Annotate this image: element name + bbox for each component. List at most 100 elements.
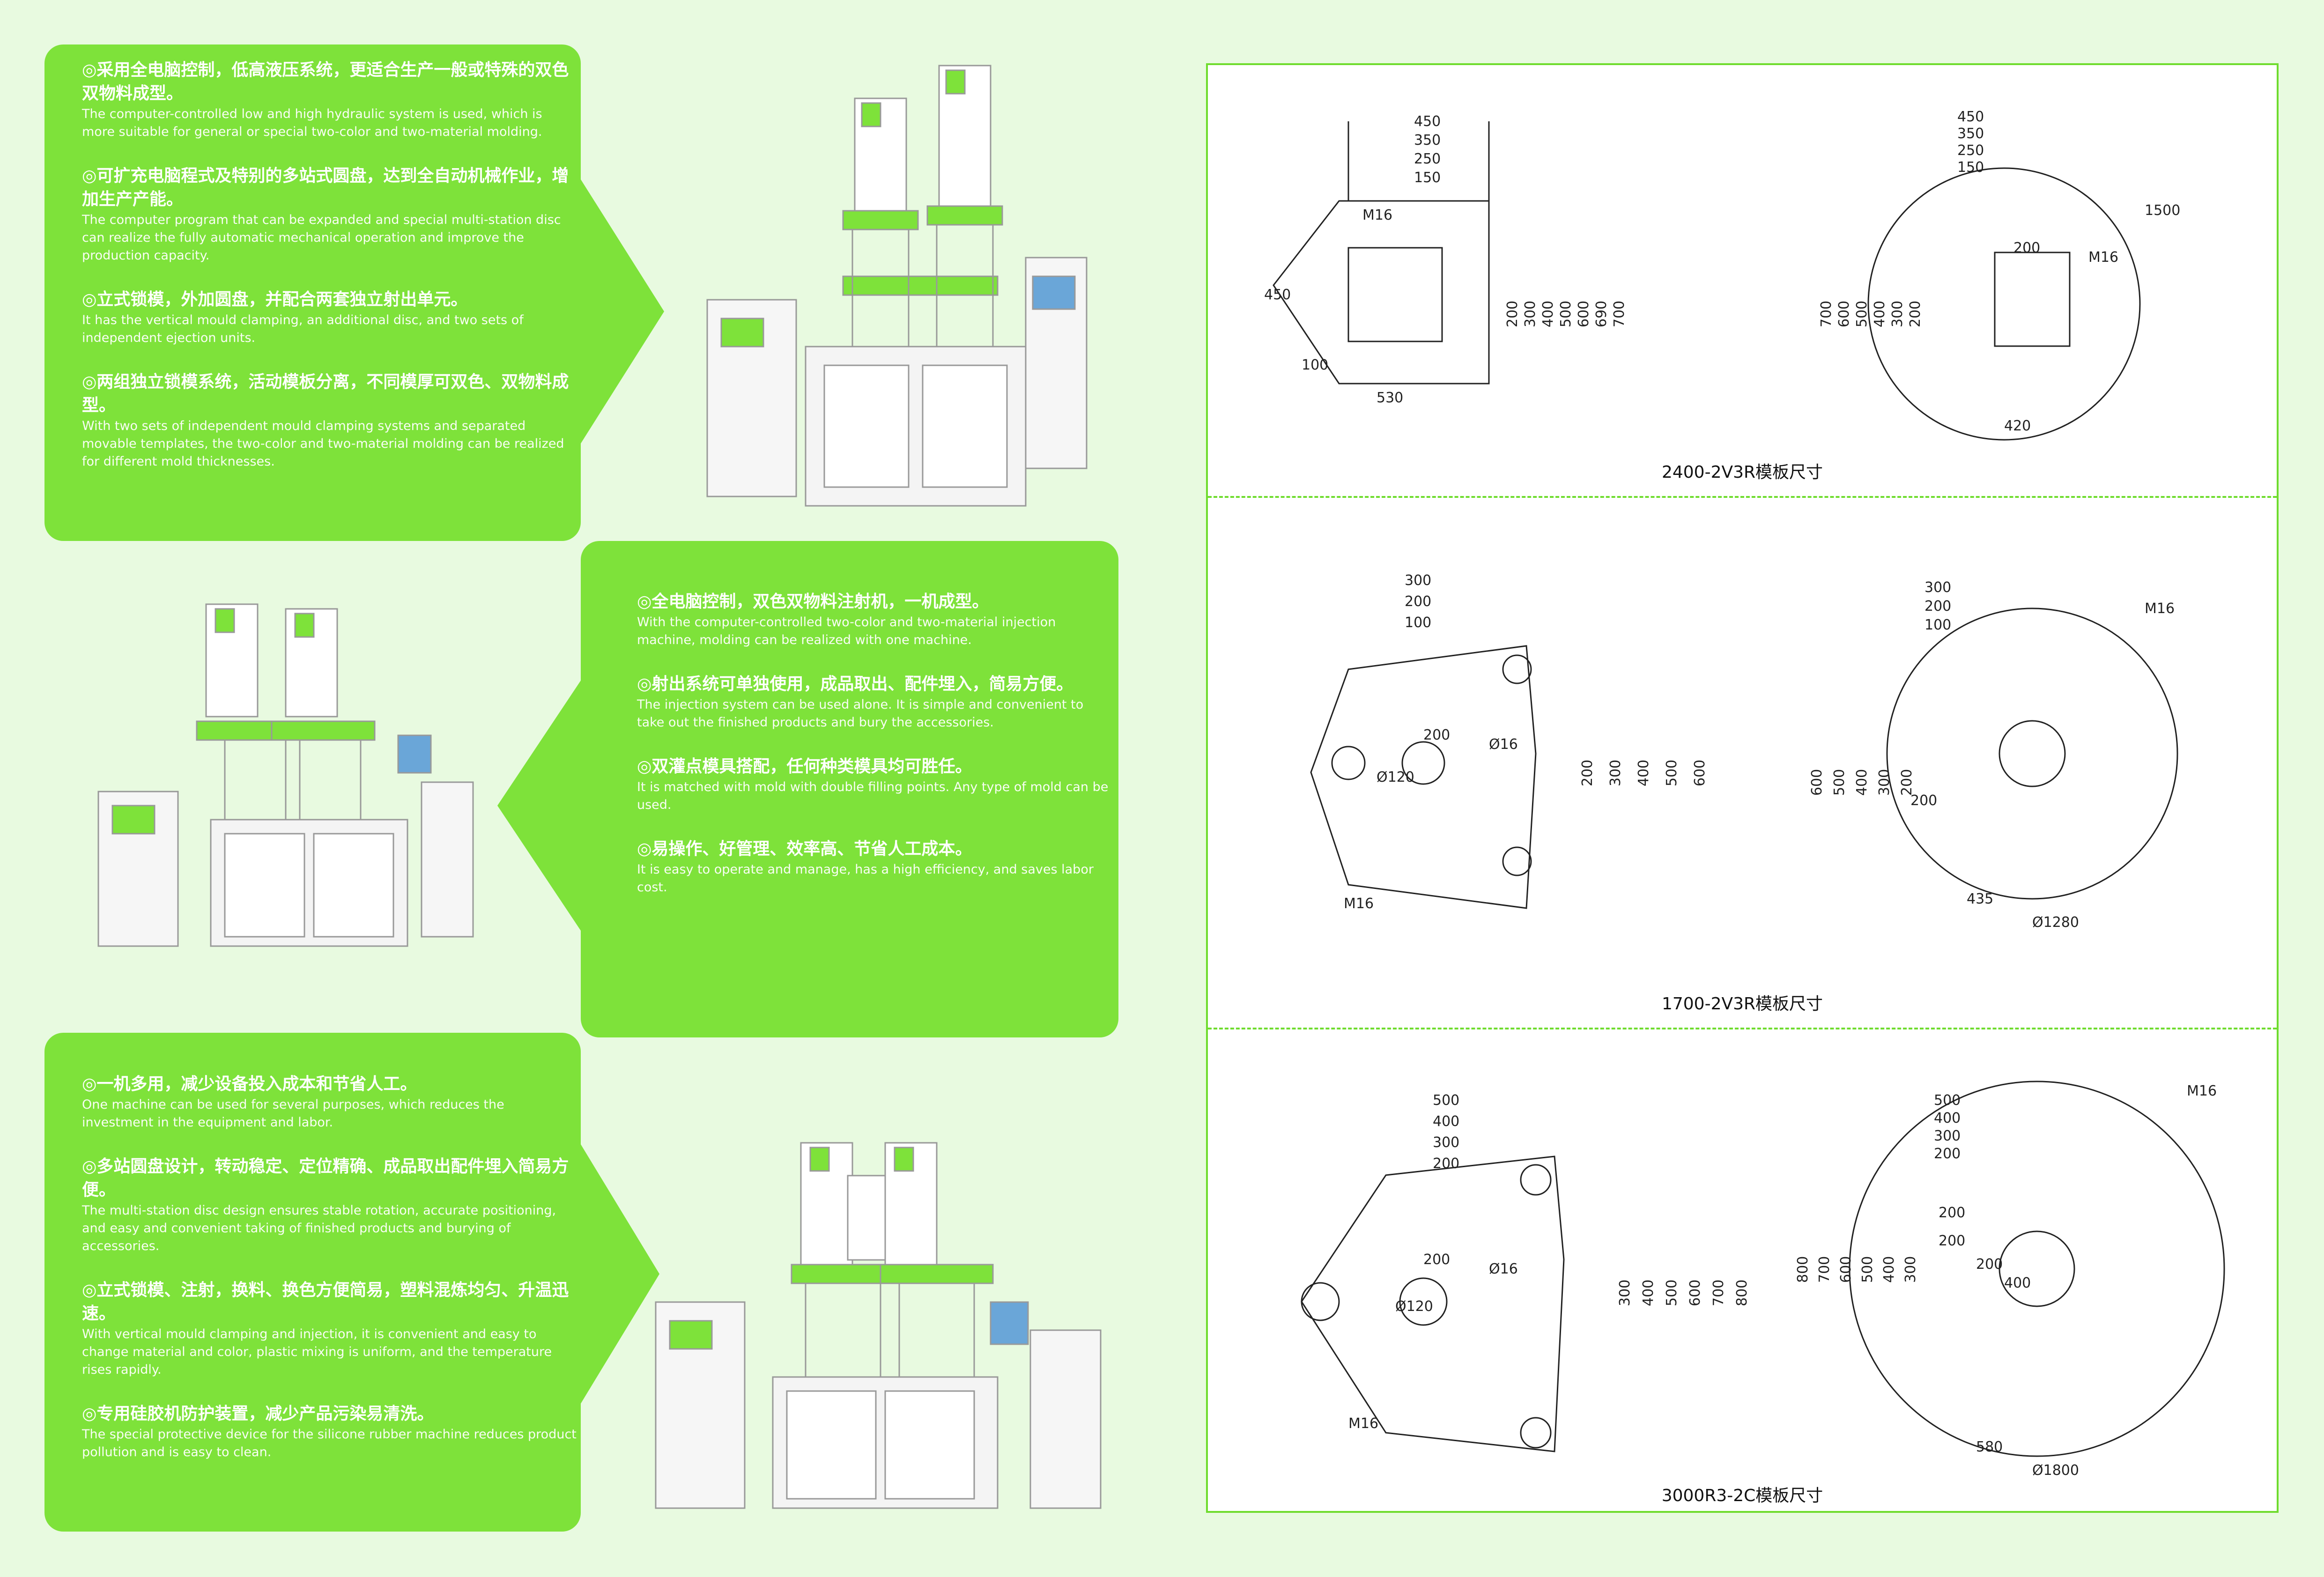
dimension-label: M16 xyxy=(2145,600,2175,617)
dimension-label: 600 xyxy=(1692,760,1708,786)
dimension-label: 400 xyxy=(1872,301,1888,327)
dimension-label: 200 xyxy=(1423,1251,1450,1268)
dimension-label: 200 xyxy=(1939,1205,1965,1221)
dimension-label: 200 xyxy=(1579,760,1596,786)
machine-image-3 xyxy=(655,1142,1102,1509)
dimension-label: 500 xyxy=(1664,1280,1680,1306)
drawing-caption-1: 2400-2V3R模板尺寸 xyxy=(1661,463,1823,482)
feature-card-1: ◎采用全电脑控制，低高液压系统，更适合生产一般或特殊的双色双物料成型。The c… xyxy=(44,44,581,541)
dimension-label: 300 xyxy=(1607,760,1624,786)
dimension-label: 350 xyxy=(1414,132,1441,148)
machine-image-2 xyxy=(97,603,474,947)
dimension-label: 100 xyxy=(1302,357,1328,373)
dimension-label: 500 xyxy=(1433,1092,1459,1109)
dimension-label: 600 xyxy=(1809,769,1825,796)
dimension-label: 200 xyxy=(1907,301,1924,327)
dimension-label: M16 xyxy=(2088,249,2118,266)
card-arrow-right xyxy=(580,1143,659,1405)
feature-item: ◎一机多用，减少设备投入成本和节省人工。One machine can be u… xyxy=(82,1074,504,1130)
dimension-label: 580 xyxy=(1976,1439,2003,1455)
dimension-label: 200 xyxy=(1405,593,1431,610)
dimension-label: Ø16 xyxy=(1489,1261,1518,1277)
dimension-label: 450 xyxy=(1264,287,1291,303)
dimension-label: 450 xyxy=(1957,109,1984,125)
dimension-label: 700 xyxy=(1818,301,1835,327)
dimension-label: 400 xyxy=(1934,1110,1961,1126)
feature-item: ◎全电脑控制，双色双物料注射机，一机成型。With the computer-c… xyxy=(637,592,1056,647)
dimension-label: 150 xyxy=(1957,159,1984,176)
dimension-label: 500 xyxy=(1664,760,1680,786)
dimension-label: 800 xyxy=(1734,1280,1750,1306)
dimension-label: 400 xyxy=(1881,1256,1897,1283)
dimension-label: 600 xyxy=(1576,301,1592,327)
feature-item: ◎射出系统可单独使用，成品取出、配件埋入，简易方便。The injection … xyxy=(637,674,1084,730)
dimension-label: 200 xyxy=(1976,1256,2003,1273)
dimension-label: 400 xyxy=(1636,760,1652,786)
dimension-label: 250 xyxy=(1414,151,1441,167)
dimension-label: 500 xyxy=(1831,769,1848,796)
dimension-label: 200 xyxy=(1939,1233,1965,1249)
dimension-label: 200 xyxy=(1924,598,1951,615)
feature-card-3: ◎一机多用，减少设备投入成本和节省人工。One machine can be u… xyxy=(44,1033,581,1532)
dimension-label: 300 xyxy=(1889,301,1906,327)
dimension-label: 400 xyxy=(1540,301,1556,327)
feature-list-3: ◎一机多用，减少设备投入成本和节省人工。One machine can be u… xyxy=(82,1073,578,1485)
drawing-caption-2: 1700-2V3R模板尺寸 xyxy=(1661,994,1823,1014)
dimension-label: Ø120 xyxy=(1377,769,1414,785)
dimension-label: 300 xyxy=(1902,1256,1919,1283)
dimension-label: 200 xyxy=(1934,1146,1961,1162)
dimension-label: 600 xyxy=(1838,1256,1854,1283)
dimension-label: 300 xyxy=(1405,572,1431,589)
dimension-label: 200 xyxy=(1899,769,1915,796)
dimension-label: 450 xyxy=(1414,113,1441,130)
dimension-label: Ø1800 xyxy=(2032,1462,2079,1479)
drawing-caption-3: 3000R3-2C模板尺寸 xyxy=(1661,1486,1823,1505)
feature-item: ◎两组独立锁模系统，活动模板分离，不同模厚可双色、双物料成型。With two … xyxy=(82,372,569,469)
dimension-label: 700 xyxy=(1816,1256,1833,1283)
feature-item: ◎立式锁模、注射，换料、换色方便简易，塑料混炼均匀、升温迅速。With vert… xyxy=(82,1281,569,1377)
dimension-label: 600 xyxy=(1836,301,1852,327)
dimension-label: 300 xyxy=(1924,579,1951,596)
dimension-label: 150 xyxy=(1414,170,1441,186)
dimension-label: 500 xyxy=(1859,1256,1876,1283)
dimension-label: 500 xyxy=(1934,1092,1961,1109)
dimension-label: 435 xyxy=(1967,891,1993,907)
dimension-label: 200 xyxy=(1910,792,1937,809)
dashed-divider xyxy=(1208,1028,2277,1029)
dimension-label: 200 xyxy=(2013,240,2040,256)
dimension-label: 350 xyxy=(1957,126,1984,142)
card-arrow-left xyxy=(497,679,582,932)
feature-list-1: ◎采用全电脑控制，低高液压系统，更适合生产一般或特殊的双色双物料成型。The c… xyxy=(82,59,578,494)
platen-drawing-panel: 2400-2V3R模板尺寸 1700-2V3R模板尺寸 3000R3-2C模板尺… xyxy=(1206,63,2279,1513)
dimension-label: 400 xyxy=(1433,1113,1459,1130)
dimension-label: 1500 xyxy=(2145,202,2180,219)
card-arrow-right xyxy=(580,178,664,445)
feature-item: ◎可扩充电脑程式及特别的多站式圆盘，达到全自动机械作业，增加生产产能。The c… xyxy=(82,166,569,263)
dimension-label: 300 xyxy=(1433,1134,1459,1151)
dimension-label: 500 xyxy=(1854,301,1870,327)
dimension-label: 100 xyxy=(1924,617,1951,633)
dimension-label: 100 xyxy=(1405,615,1431,631)
dimension-label: Ø120 xyxy=(1395,1298,1433,1315)
dimension-label: M16 xyxy=(2187,1083,2217,1099)
dimension-label: 200 xyxy=(1504,301,1521,327)
dimension-label: 400 xyxy=(2004,1275,2031,1291)
feature-item: ◎专用硅胶机防护装置，减少产品污染易清洗。The special protect… xyxy=(82,1404,577,1459)
feature-item: ◎采用全电脑控制，低高液压系统，更适合生产一般或特殊的双色双物料成型。The c… xyxy=(82,60,569,139)
feature-card-2: ◎全电脑控制，双色双物料注射机，一机成型。With the computer-c… xyxy=(581,541,1118,1037)
dimension-label: Ø1280 xyxy=(2032,914,2079,931)
dimension-label: 600 xyxy=(1687,1280,1703,1306)
dimension-label: 300 xyxy=(1876,769,1893,796)
dimension-label: Ø16 xyxy=(1489,736,1518,753)
feature-item: ◎双灌点模具搭配，任何种类模具均可胜任。It is matched with m… xyxy=(637,757,1109,812)
dashed-divider xyxy=(1208,496,2277,498)
dimension-label: 690 xyxy=(1593,301,1610,327)
dimension-label: M16 xyxy=(1362,207,1392,223)
feature-item: ◎多站圆盘设计，转动稳定、定位精确、成品取出配件埋入简易方便。The multi… xyxy=(82,1157,569,1253)
feature-list-2: ◎全电脑控制，双色双物料注射机，一机成型。With the computer-c… xyxy=(637,590,1115,920)
dimension-label: M16 xyxy=(1344,896,1374,912)
dimension-label: M16 xyxy=(1348,1415,1378,1432)
dimension-label: 700 xyxy=(1611,301,1628,327)
dimension-label: 800 xyxy=(1795,1256,1811,1283)
